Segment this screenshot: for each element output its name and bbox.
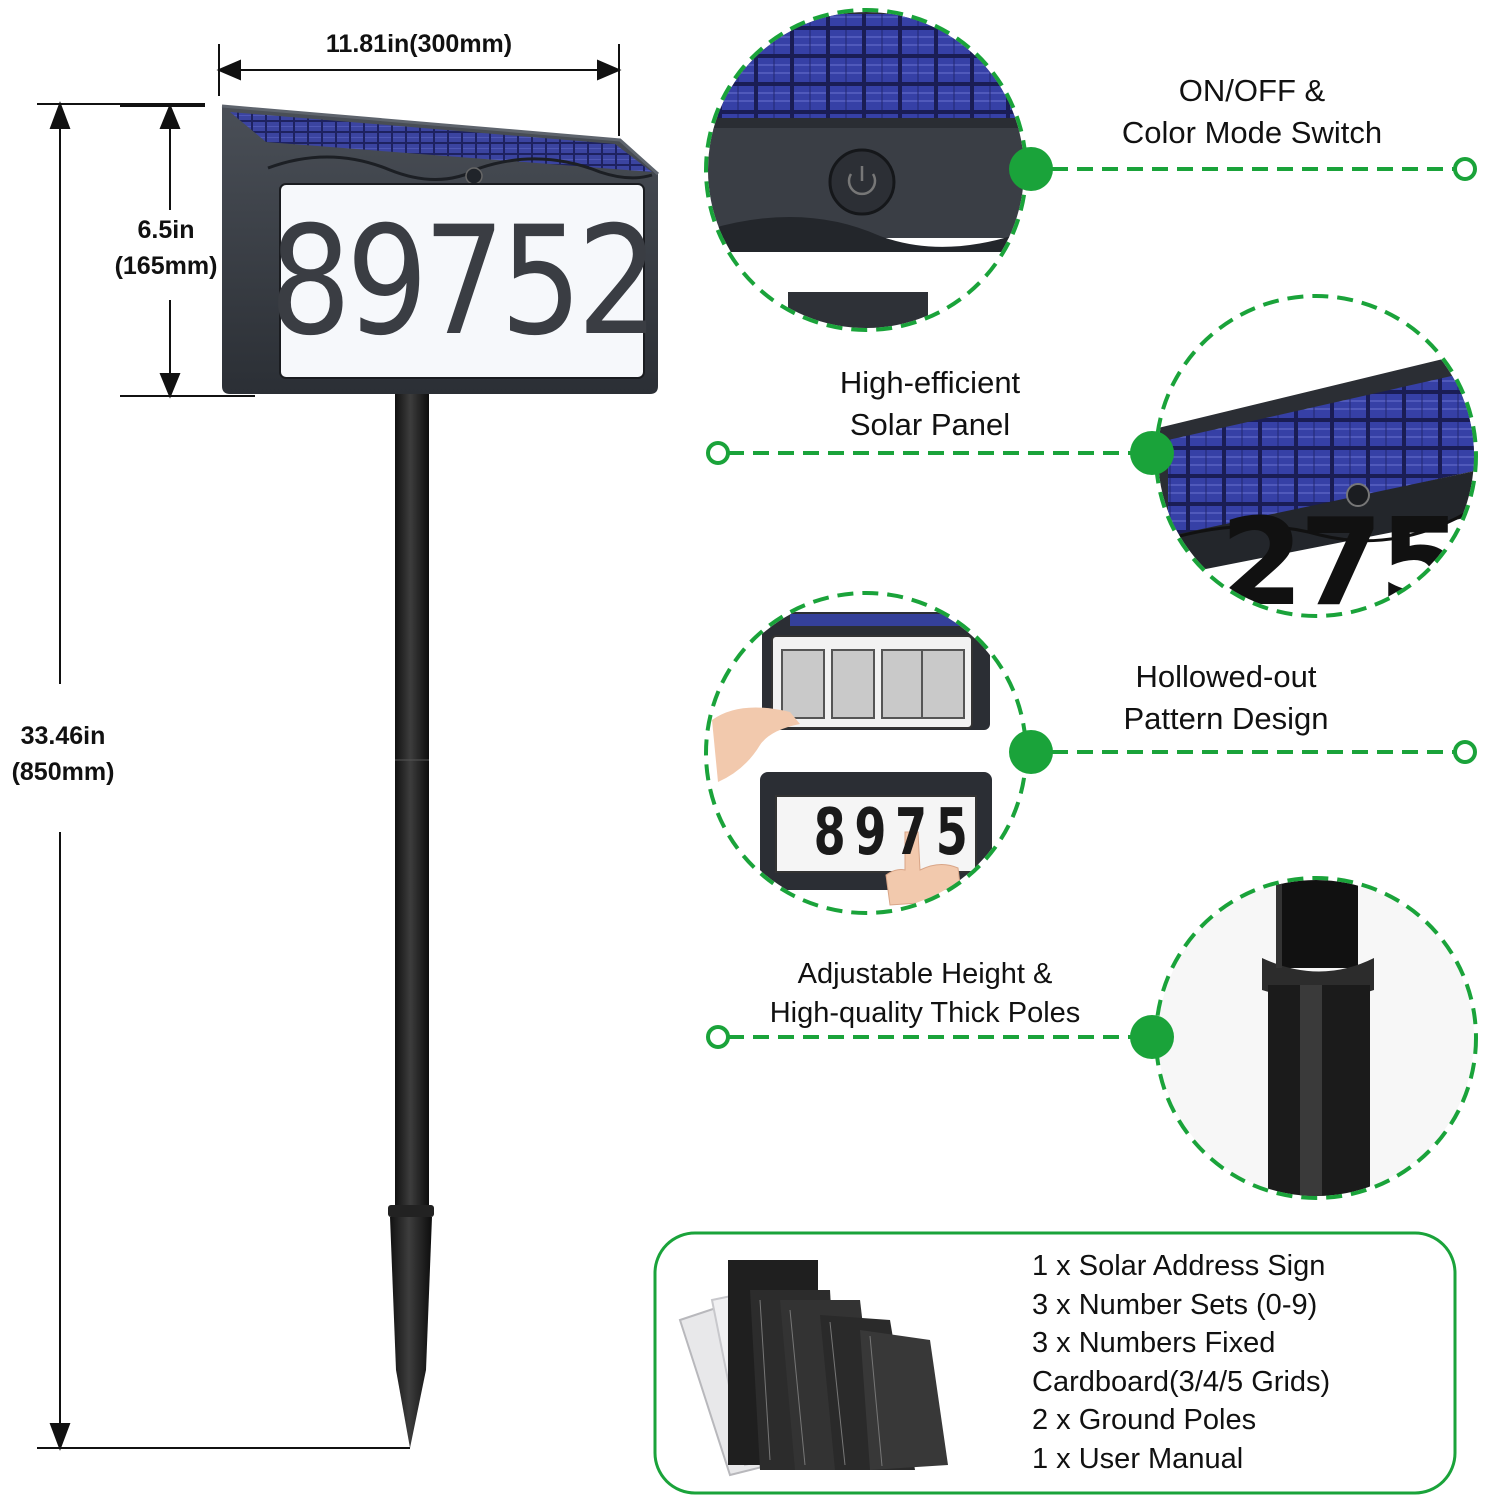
package-contents-list: 1 x Solar Address Sign 3 x Number Sets (…	[1032, 1247, 1330, 1478]
connector-dots	[1009, 147, 1174, 1059]
pattern-insert-number: 8975	[813, 796, 977, 870]
package-item: Cardboard(3/4/5 Grids)	[1032, 1365, 1331, 1398]
solar-address-sign	[221, 104, 660, 1448]
total-height-dimension	[37, 101, 410, 1451]
package-item: 3 x Number Sets (0-9)	[1032, 1288, 1318, 1321]
address-number: 89752	[269, 195, 660, 369]
feature-switch-label: ON/OFF & Color Mode Switch	[1082, 70, 1422, 154]
package-item: 3 x Numbers Fixed	[1032, 1327, 1276, 1359]
solar-detail-circle	[1158, 298, 1474, 614]
sign-height-inches: 6.5in	[137, 216, 195, 244]
sign-height-mm: (165mm)	[114, 252, 218, 281]
package-item: 2 x Ground Poles	[1032, 1404, 1257, 1436]
width-label: 11.81in(300mm)	[325, 30, 513, 58]
feature-switch-line-2: Color Mode Switch	[1121, 114, 1383, 150]
number-cards-stack	[678, 1260, 948, 1477]
feature-poles-line-2: High-quality Thick Poles	[769, 997, 1081, 1030]
sign-face: 89752	[270, 186, 660, 378]
sign-height-dimension	[120, 103, 255, 399]
feature-solar-line-2: Solar Panel	[849, 406, 1011, 442]
pattern-insert-digits: 8975	[782, 798, 972, 868]
feature-pattern-label: Hollowed-out Pattern Design	[1076, 656, 1376, 740]
poles-detail-circle	[1158, 880, 1474, 1196]
pattern-detail-circle	[708, 595, 1024, 911]
power-button-icon	[828, 148, 896, 216]
total-height-label: 33.46in (850mm)	[0, 718, 126, 791]
package-item: 1 x Solar Address Sign	[1032, 1250, 1326, 1282]
feature-solar-label: High-efficient Solar Panel	[780, 362, 1080, 446]
connector-lines	[728, 167, 1455, 1039]
total-height-mm: (850mm)	[11, 758, 115, 787]
width-dimension	[216, 44, 622, 136]
switch-detail-circle	[708, 12, 1024, 328]
feature-switch-line-1: ON/OFF &	[1178, 73, 1326, 108]
feature-pattern-line-2: Pattern Design	[1123, 700, 1329, 736]
connector-ends	[706, 157, 1477, 1049]
total-height-inches: 33.46in	[20, 722, 106, 750]
feature-pattern-line-1: Hollowed-out	[1135, 659, 1317, 694]
package-item: 1 x User Manual	[1032, 1442, 1244, 1475]
feature-solar-line-1: High-efficient	[839, 365, 1021, 400]
feature-poles-line-1: Adjustable Height &	[797, 958, 1053, 990]
feature-poles-label: Adjustable Height & High-quality Thick P…	[730, 955, 1120, 1033]
sign-height-label: 6.5in (165mm)	[98, 212, 234, 285]
